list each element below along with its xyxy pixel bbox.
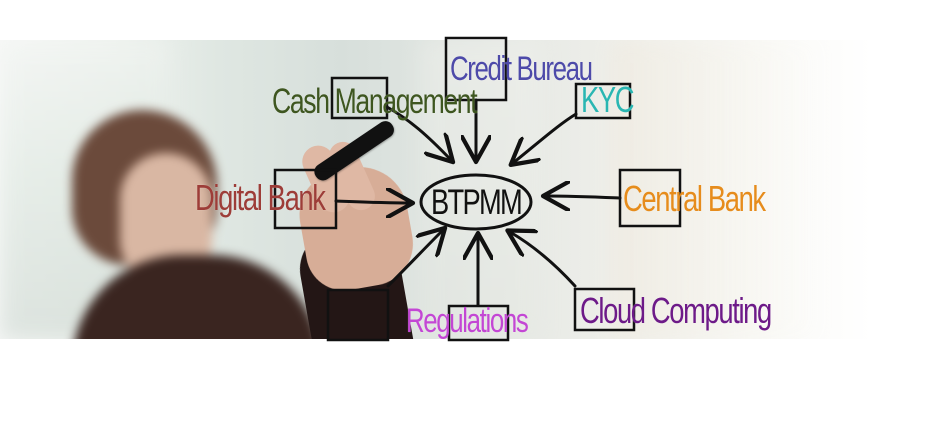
arrow-left-bottom xyxy=(386,230,443,288)
hand-drawn-diagram xyxy=(273,36,682,342)
regulations-box xyxy=(447,304,510,342)
node-label-digital-bank: Digital Bank xyxy=(195,177,326,218)
blurred-person xyxy=(72,110,332,339)
node-label-cash-management: Cash Management xyxy=(272,82,478,121)
digital-bank-box xyxy=(273,168,338,230)
cloud-computing-box xyxy=(573,287,636,332)
btpmm-banner-image xyxy=(0,40,948,339)
arrow-cash-management xyxy=(385,105,451,160)
node-label-cloud-computing: Cloud Computing xyxy=(580,290,772,331)
blurred-window-center xyxy=(420,40,540,339)
node-label-credit-bureau: Credit Bureau xyxy=(450,50,593,88)
btpmm-ellipse xyxy=(419,173,533,231)
blurred-window-right xyxy=(610,40,820,339)
node-label-regulations: Regulations xyxy=(406,302,529,340)
left-bottom-box xyxy=(326,288,390,342)
arrow-central-bank xyxy=(546,196,622,198)
arrow-digital-bank xyxy=(334,201,410,203)
arrow-kyc xyxy=(513,112,578,163)
center-node-label: BTPMM xyxy=(431,183,523,222)
credit-bureau-box xyxy=(444,36,508,102)
central-bank-box xyxy=(618,168,682,228)
diagram-arrows xyxy=(334,98,622,307)
kyc-box xyxy=(574,82,632,120)
node-label-kyc: KYC xyxy=(581,79,635,120)
cash-management-box xyxy=(330,76,389,120)
diagram-boxes xyxy=(273,36,682,342)
arrow-cloud-computing xyxy=(510,232,577,288)
node-label-central-bank: Central Bank xyxy=(623,178,766,219)
